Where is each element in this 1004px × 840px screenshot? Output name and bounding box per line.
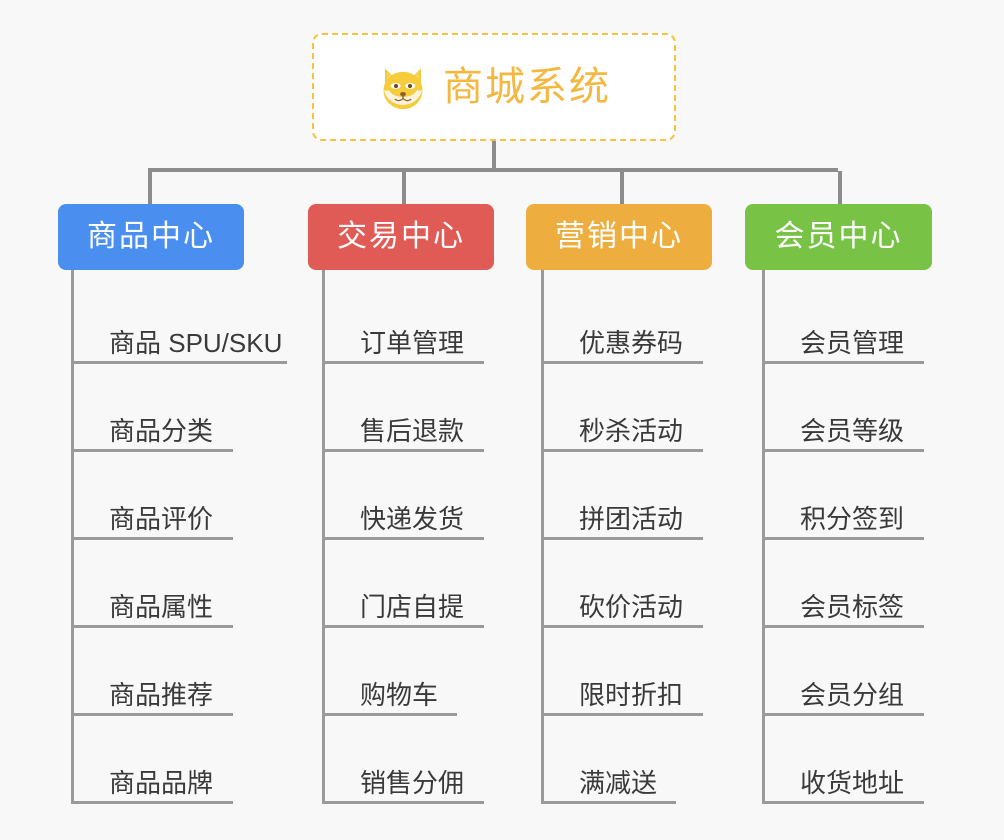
leaf-item[interactable]: 积分签到	[762, 494, 924, 540]
leaf-item-label: 会员等级	[800, 416, 905, 447]
category-box-4[interactable]: 会员中心	[745, 204, 932, 270]
leaf-item[interactable]: 会员等级	[762, 406, 924, 452]
leaf-item[interactable]: 拼团活动	[541, 494, 703, 540]
leaf-item-label: 拼团活动	[579, 504, 684, 535]
leaf-item[interactable]: 优惠券码	[541, 318, 703, 364]
leaf-item-label: 商品品牌	[109, 768, 214, 799]
leaf-item[interactable]: 会员分组	[762, 670, 924, 716]
leaf-item[interactable]: 秒杀活动	[541, 406, 703, 452]
leaf-item[interactable]: 订单管理	[322, 318, 484, 364]
leaf-item-label: 售后退款	[360, 416, 465, 447]
leaf-item[interactable]: 收货地址	[762, 758, 924, 804]
leaf-item-label: 收货地址	[800, 768, 905, 799]
root-connector-stub	[492, 141, 496, 171]
root-node[interactable]: 商城系统	[312, 33, 676, 141]
leaf-item-label: 会员标签	[800, 592, 905, 623]
branch-drop-connector	[620, 171, 624, 204]
leaf-item[interactable]: 购物车	[322, 670, 457, 716]
leaf-item[interactable]: 商品属性	[71, 582, 233, 628]
leaf-item[interactable]: 商品品牌	[71, 758, 233, 804]
leaf-item-label: 商品分类	[109, 416, 214, 447]
leaf-item-label: 秒杀活动	[579, 416, 684, 447]
leaf-item-label: 限时折扣	[579, 680, 684, 711]
leaf-item-label: 满减送	[579, 768, 658, 799]
category-box-3[interactable]: 营销中心	[526, 204, 712, 270]
leaf-item[interactable]: 商品 SPU/SKU	[71, 318, 287, 364]
branch-drop-connector	[148, 171, 152, 204]
branch-bus-connector	[148, 168, 838, 172]
leaf-item[interactable]: 限时折扣	[541, 670, 703, 716]
leaf-item[interactable]: 快递发货	[322, 494, 484, 540]
leaf-item[interactable]: 门店自提	[322, 582, 484, 628]
category-label: 交易中心	[337, 220, 465, 253]
leaf-item-label: 商品评价	[109, 504, 214, 535]
category-label: 营销中心	[555, 220, 683, 253]
leaf-item[interactable]: 会员标签	[762, 582, 924, 628]
category-box-1[interactable]: 商品中心	[58, 204, 244, 270]
category-label: 商品中心	[87, 220, 215, 253]
leaf-item-label: 优惠券码	[579, 328, 684, 359]
leaf-item-label: 会员分组	[800, 680, 905, 711]
leaf-item-label: 购物车	[360, 680, 439, 711]
category-box-2[interactable]: 交易中心	[308, 204, 494, 270]
leaf-item-label: 砍价活动	[579, 592, 684, 623]
leaf-item[interactable]: 会员管理	[762, 318, 924, 364]
leaf-item[interactable]: 售后退款	[322, 406, 484, 452]
leaf-item-label: 商品属性	[109, 592, 214, 623]
leaf-item-label: 订单管理	[360, 328, 465, 359]
leaf-item[interactable]: 销售分佣	[322, 758, 484, 804]
leaf-item-label: 销售分佣	[360, 768, 465, 799]
leaf-item[interactable]: 商品分类	[71, 406, 233, 452]
leaf-item-label: 商品 SPU/SKU	[109, 328, 283, 359]
branch-drop-connector	[838, 171, 842, 204]
leaf-item-label: 积分签到	[800, 504, 905, 535]
branch-drop-connector	[402, 171, 406, 204]
root-title: 商城系统	[443, 65, 611, 109]
category-label: 会员中心	[774, 220, 903, 253]
leaf-item-label: 快递发货	[360, 504, 465, 535]
leaf-item[interactable]: 商品推荐	[71, 670, 233, 716]
leaf-item[interactable]: 商品评价	[71, 494, 233, 540]
leaf-item-label: 门店自提	[360, 592, 465, 623]
shiba-dog-face-icon	[383, 68, 423, 110]
leaf-item[interactable]: 满减送	[541, 758, 676, 804]
leaf-item-label: 商品推荐	[109, 680, 214, 711]
leaf-item[interactable]: 砍价活动	[541, 582, 703, 628]
leaf-item-label: 会员管理	[800, 328, 905, 359]
